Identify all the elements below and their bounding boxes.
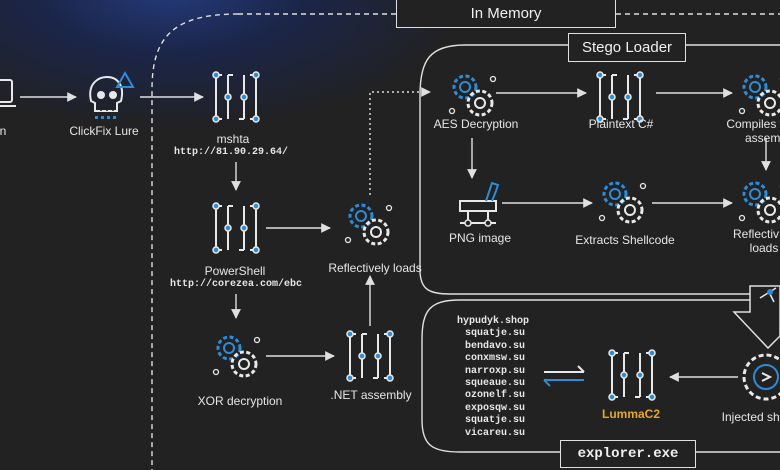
reflective2-label-2: loads xyxy=(749,241,779,255)
reflective2-gear-icon xyxy=(738,181,780,224)
domain-item: hypudyk.shop xyxy=(457,316,530,327)
domain-item: exposqw.su xyxy=(464,402,525,414)
domain-item: squatje.su xyxy=(464,328,525,340)
aes-label: AES Decryption xyxy=(433,117,519,131)
dotnet-code-icon xyxy=(346,330,394,382)
shellcode-gear-icon xyxy=(742,353,780,401)
in-memory-title: In Memory xyxy=(396,0,616,28)
laptop-icon xyxy=(0,79,16,107)
skull-icon xyxy=(89,70,135,119)
injected-shellcode-label: Injected she xyxy=(721,410,780,424)
user-label: n xyxy=(0,124,7,138)
flow-arrows xyxy=(20,87,771,382)
domain-item: ozonelf.su xyxy=(464,390,525,402)
compile-gear-icon xyxy=(738,74,780,117)
aes-gear-icon xyxy=(448,74,497,117)
domain-item: bendavo.su xyxy=(464,340,525,352)
compiles-label-1: Compiles to xyxy=(726,117,780,131)
stego-loader-boundary xyxy=(419,44,780,295)
compiles-label-2: assemb xyxy=(744,131,780,145)
plaintext-code-icon xyxy=(596,71,644,123)
xor-gear-icon xyxy=(212,335,261,378)
c2-domain-list: hypudyk.shop squatje.su bendavo.su conxm… xyxy=(457,316,530,440)
powershell-code-icon xyxy=(212,202,260,254)
injection-arrow xyxy=(732,285,780,350)
extract-gear-icon xyxy=(598,181,647,224)
png-label: PNG image xyxy=(448,231,512,245)
exchange-arrows-icon xyxy=(543,365,585,387)
domain-item: squeaue.su xyxy=(464,378,525,390)
clickfix-label: ClickFix Lure xyxy=(69,124,139,138)
in-memory-boundary xyxy=(151,13,239,470)
powershell-label: PowerShell xyxy=(204,264,266,278)
reflective2-label-1: Reflectiv xyxy=(732,227,780,241)
explorer-boundary xyxy=(421,299,750,453)
reflective-gear-icon xyxy=(344,203,393,246)
reflective-loads-label: Reflectively loads xyxy=(328,261,422,275)
powershell-url: http://corezea.com/ebc xyxy=(169,279,303,290)
domain-item: squatje.su xyxy=(464,415,525,427)
domain-item: vicareu.su xyxy=(464,427,525,439)
extracts-label: Extracts Shellcode xyxy=(575,233,675,247)
explorer-title: explorer.exe xyxy=(560,440,696,468)
stego-loader-title: Stego Loader xyxy=(568,33,686,62)
xor-label: XOR decryption xyxy=(197,394,283,408)
lumma-code-icon xyxy=(608,349,656,401)
plaintext-label: Plaintext C# xyxy=(588,117,654,131)
dotnet-label: .NET assembly xyxy=(330,388,412,402)
mshta-label: mshta xyxy=(216,132,250,146)
lummac2-label: LummaC2 xyxy=(601,407,661,421)
mshta-code-icon xyxy=(212,71,260,123)
domain-item: narroxp.su xyxy=(464,365,525,377)
domain-item: conxmsw.su xyxy=(464,353,525,365)
trojan-horse-icon xyxy=(459,181,500,227)
mshta-url: http://81.90.29.64/ xyxy=(173,147,289,158)
